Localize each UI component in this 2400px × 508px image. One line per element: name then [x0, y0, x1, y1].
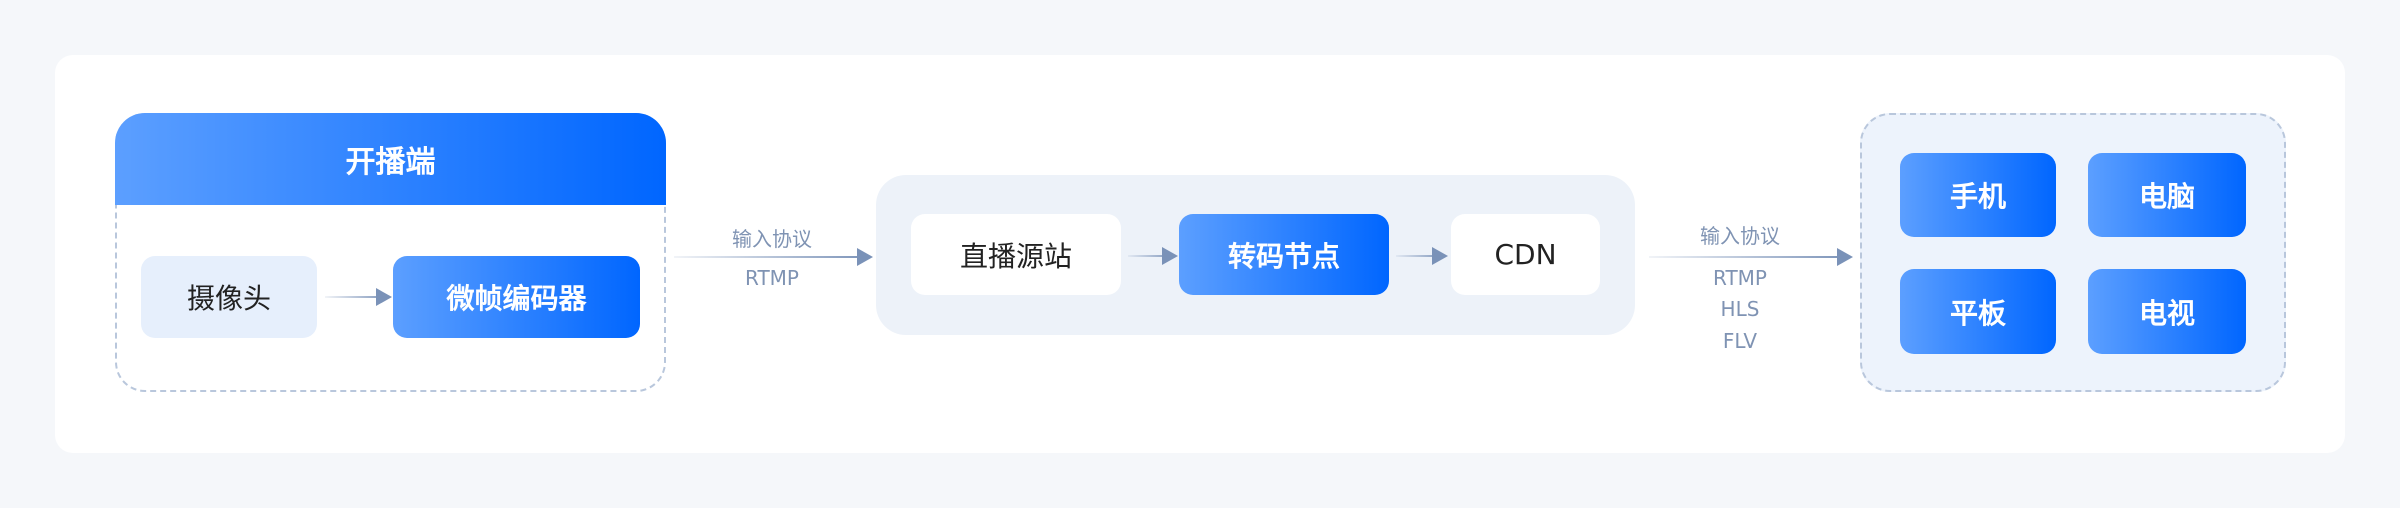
camera-node: 摄像头 [141, 256, 317, 338]
link2-protocol-flv: FLV [1722, 329, 1758, 353]
link1-protocol: RTMP [745, 266, 799, 290]
cdn-node: CDN [1451, 214, 1600, 295]
device-computer: 电脑 [2088, 153, 2246, 237]
arrow-origin-to-transcode [1128, 247, 1178, 265]
arrow-transcode-to-cdn [1396, 247, 1448, 265]
link2-protocol-hls: HLS [1720, 297, 1760, 321]
device-tablet: 平板 [1900, 269, 2056, 354]
device-tv: 电视 [2088, 269, 2246, 354]
broadcaster-header: 开播端 [115, 113, 666, 205]
origin-node: 直播源站 [911, 214, 1121, 295]
link1-label: 输入协议 [732, 227, 812, 251]
arrow-broadcaster-to-server [674, 248, 873, 266]
arrow-server-to-devices [1649, 248, 1853, 266]
encoder-node: 微帧编码器 [393, 256, 640, 338]
arrow-camera-to-encoder [325, 288, 392, 306]
broadcaster-title: 开播端 [345, 145, 436, 180]
device-phone: 手机 [1900, 153, 2056, 237]
link2-label: 输入协议 [1700, 224, 1780, 248]
transcode-node: 转码节点 [1179, 214, 1389, 295]
link2-protocol-rtmp: RTMP [1713, 266, 1767, 290]
